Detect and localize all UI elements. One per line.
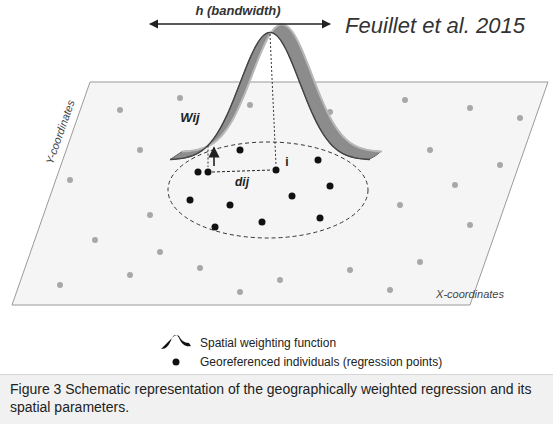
weight-drop-line <box>208 146 209 167</box>
peak-drop-line <box>270 34 276 165</box>
outside-point <box>57 282 63 288</box>
outside-point <box>117 107 123 113</box>
outside-point <box>157 249 163 255</box>
coordinate-plane <box>12 82 548 305</box>
bandwidth-arrow <box>150 23 330 24</box>
regression-point <box>237 147 244 154</box>
point-j <box>205 169 212 176</box>
outside-point <box>137 147 143 153</box>
label: X-coordinates <box>436 288 504 300</box>
label: Wij <box>180 111 199 125</box>
weight-arrow <box>213 148 215 166</box>
legend-item: Georeferenced individuals (regression po… <box>160 353 442 371</box>
outside-point <box>277 277 283 283</box>
outside-point <box>467 222 473 228</box>
outside-point <box>92 237 98 243</box>
outside-point <box>177 95 183 101</box>
regression-point <box>212 224 219 231</box>
outside-point <box>147 212 153 218</box>
label: h (bandwidth) <box>195 4 280 18</box>
weighting-swatch <box>160 334 192 352</box>
caption: Figure 3 Schematic representation of the… <box>10 380 540 416</box>
regression-point <box>227 202 234 209</box>
regression-point <box>327 183 334 190</box>
outside-point <box>417 259 423 265</box>
weighting-curve <box>170 32 370 159</box>
outside-point <box>427 147 433 153</box>
outside-point <box>467 105 473 111</box>
outside-point <box>127 272 133 278</box>
legend-text: Georeferenced individuals (regression po… <box>200 355 442 369</box>
regression-point <box>317 215 324 222</box>
outside-point <box>387 287 393 293</box>
label: Feuillet et al. 2015 <box>345 14 525 38</box>
outside-point <box>237 289 243 295</box>
legend-item: Spatial weighting function <box>160 334 336 352</box>
legend-text: Spatial weighting function <box>200 336 336 350</box>
outside-point <box>347 267 353 273</box>
distance-line <box>212 170 272 172</box>
regression-point <box>187 197 194 204</box>
bandwidth-ellipse <box>168 142 368 238</box>
regression-point <box>195 169 202 176</box>
label: i <box>285 156 288 169</box>
regression-point <box>289 193 296 200</box>
outside-point <box>402 97 408 103</box>
regression-point <box>259 219 266 226</box>
point-swatch <box>160 353 192 371</box>
point-i <box>273 167 280 174</box>
outside-point <box>517 115 523 121</box>
outside-point <box>397 202 403 208</box>
outside-point <box>452 182 458 188</box>
outside-point <box>497 162 503 168</box>
regression-point <box>315 157 322 164</box>
outside-point <box>247 102 253 108</box>
label: dij <box>233 176 251 189</box>
outside-point <box>197 265 203 271</box>
outside-point <box>67 177 73 183</box>
